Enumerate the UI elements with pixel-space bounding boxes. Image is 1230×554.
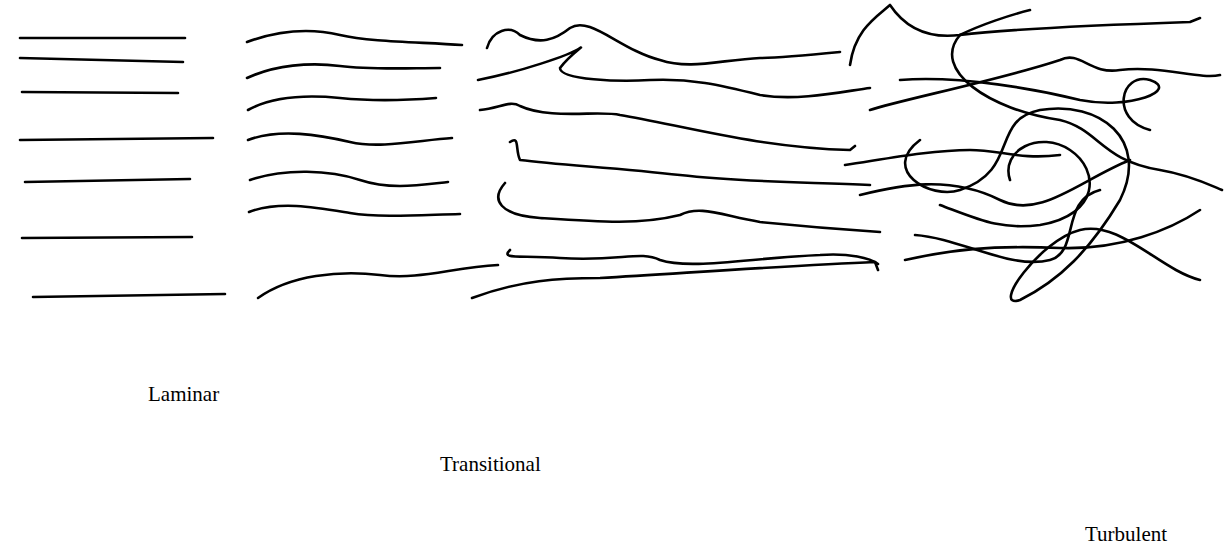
laminar-streamlines <box>20 38 225 297</box>
streamline <box>487 25 840 64</box>
streamline <box>33 294 225 297</box>
streamline <box>248 134 452 145</box>
streamline <box>870 58 1220 110</box>
wavy-streamlines <box>247 31 498 298</box>
streamline <box>905 210 1200 260</box>
streamline <box>472 262 878 298</box>
streamline <box>498 183 880 232</box>
turbulent-streamlines <box>845 5 1222 301</box>
streamline <box>22 92 178 93</box>
transitional-streamlines <box>472 25 880 298</box>
regime-label: Turbulent <box>1085 522 1167 547</box>
regime-label: Laminar <box>148 382 219 407</box>
streamline <box>850 5 1030 65</box>
regime-label: Transitional <box>440 452 541 477</box>
streamline <box>507 250 878 264</box>
streamline <box>480 104 855 150</box>
streamline <box>20 37 185 40</box>
streamline <box>845 150 1060 165</box>
streamline <box>20 58 183 62</box>
streamline <box>258 265 498 298</box>
streamline <box>250 172 448 186</box>
streamline <box>25 179 190 182</box>
streamline <box>478 47 870 97</box>
streamline <box>510 140 870 185</box>
streamline <box>960 18 1200 35</box>
streamline <box>860 160 1130 205</box>
streamline <box>249 206 460 216</box>
streamline <box>900 79 1159 130</box>
streamline <box>22 237 192 238</box>
streamline <box>20 138 213 140</box>
streamline <box>247 31 462 45</box>
streamline <box>940 142 1090 226</box>
streamline <box>247 64 440 78</box>
streamline <box>248 96 436 110</box>
streamline <box>915 190 1100 262</box>
streamline <box>905 108 1200 301</box>
